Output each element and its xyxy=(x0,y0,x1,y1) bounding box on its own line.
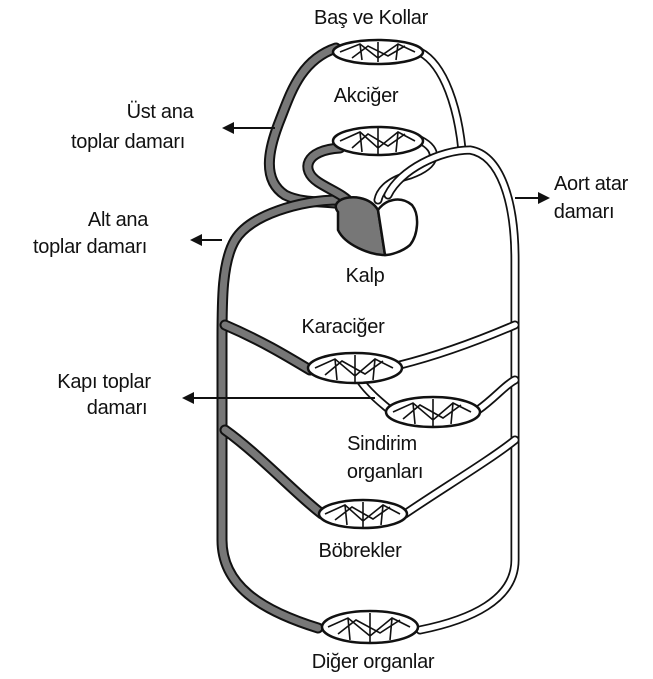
label-inferior-vena-cava-line1: Alt ana xyxy=(88,209,149,231)
heart-shape xyxy=(336,197,417,255)
label-aorta-line2: damarı xyxy=(554,201,614,223)
label-superior-vena-cava-line2: toplar damarı xyxy=(71,131,185,153)
label-kidneys: Böbrekler xyxy=(319,540,403,562)
capillary-head xyxy=(333,40,423,64)
inferior-vena-cava-vessel xyxy=(222,200,340,628)
pointer-aorta xyxy=(515,192,550,204)
capillary-lungs xyxy=(333,127,423,155)
label-heart: Kalp xyxy=(346,265,385,287)
label-head-neck: Baş ve Kollar xyxy=(314,7,429,29)
capillary-kidneys xyxy=(319,500,407,528)
label-inferior-vena-cava-line2: toplar damarı xyxy=(33,236,147,258)
aorta-head-vessel xyxy=(420,52,462,150)
pointer-superior-vena-cava xyxy=(222,122,275,134)
label-portal-vein-line1: Kapı toplar xyxy=(57,371,151,393)
label-lungs: Akciğer xyxy=(334,85,399,107)
pointer-inferior-vena-cava xyxy=(190,234,222,246)
pointer-portal-vein xyxy=(182,392,375,404)
capillary-digestive xyxy=(386,397,480,427)
label-digestive-line1: Sindirim xyxy=(347,433,417,455)
label-portal-vein-line2: damarı xyxy=(87,397,147,419)
capillary-other-organs xyxy=(322,611,418,643)
label-other-organs: Diğer organlar xyxy=(312,651,435,673)
label-aorta-line1: Aort atar xyxy=(554,173,629,195)
label-digestive-line2: organları xyxy=(347,461,423,483)
label-superior-vena-cava-line1: Üst ana xyxy=(127,101,195,123)
capillary-liver xyxy=(308,353,402,383)
label-liver: Karaciğer xyxy=(302,316,386,338)
